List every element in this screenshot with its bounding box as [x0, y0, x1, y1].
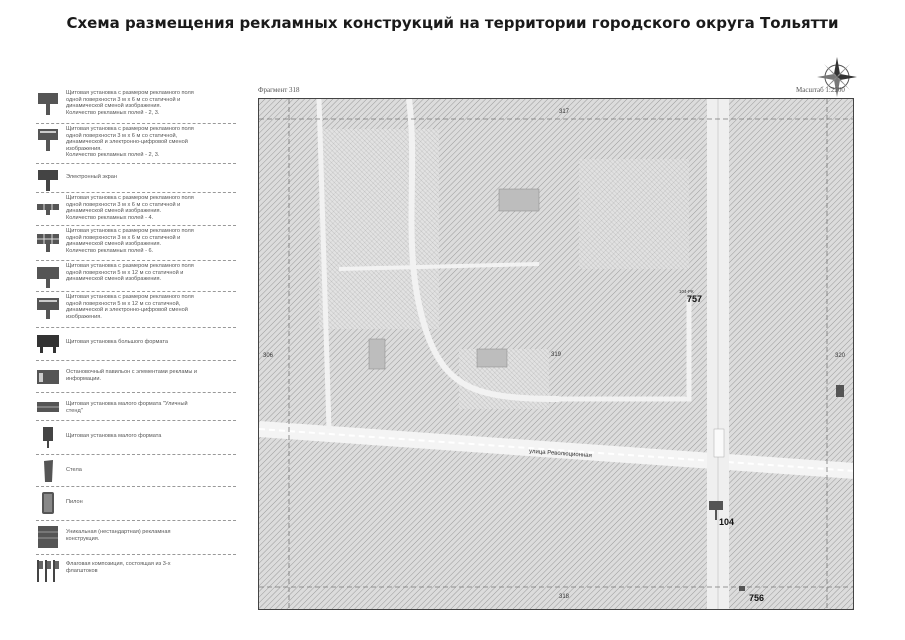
legend-item: Пилон [36, 487, 236, 521]
legend-item: Щитовая установка большого формата [36, 328, 236, 361]
billboard-5x12-digital-icon [37, 298, 59, 319]
grid-label-bottom: 318 [559, 594, 570, 600]
bus-stop-pavilion-icon [37, 370, 59, 384]
legend-item: Щитовая установка малого формата "Уличны… [36, 393, 236, 421]
sign-number-104[interactable]: 104 [719, 517, 735, 527]
electronic-screen-icon [38, 170, 58, 191]
legend-item: Щитовая установка с размером рекламного … [36, 261, 236, 292]
fragment-label: Фрагмент 318 [258, 86, 300, 94]
stele-icon [44, 460, 53, 482]
grid-label-right: 320 [835, 353, 846, 359]
billboard-3x6-digital-icon [38, 129, 58, 151]
legend-item: Уникальная (нестандартная) рекламная кон… [36, 521, 236, 555]
legend-item: Щитовая установка с размером рекламного … [36, 292, 236, 328]
ad-structure-right[interactable] [836, 385, 844, 397]
city-board-icon [37, 402, 59, 412]
flag-composition-icon [37, 560, 59, 582]
map-canvas [259, 99, 853, 609]
map-fragment[interactable]: 317 306 320 318 319 улица Революционная … [258, 98, 854, 610]
legend-item: Щитовая установка с размером рекламного … [36, 226, 236, 261]
legend-item: Щитовая установка с размером рекламного … [36, 124, 236, 164]
grid-label-left: 306 [263, 353, 274, 359]
large-billboard-icon [37, 335, 59, 353]
compass-rose-icon [816, 56, 858, 98]
ad-structure-756[interactable] [739, 586, 745, 591]
sign-tag: 104-РК [679, 289, 694, 294]
billboard-5x12-icon [37, 267, 59, 288]
pylon-icon [42, 492, 54, 514]
legend-item: Флаговая композиция, состоящая из 3-х фл… [36, 555, 236, 585]
legend-item: Щитовая установка малого формата [36, 421, 236, 455]
grid-label-top: 317 [559, 109, 570, 115]
page-title: Схема размещения рекламных конструкций н… [66, 14, 839, 32]
legend-item: Остановочный павильон с элементами рекла… [36, 361, 236, 393]
billboard-4-fields-icon [37, 204, 59, 215]
grid-label-mid: 319 [551, 352, 562, 358]
legend-item: Щитовая установка с размером рекламного … [36, 193, 236, 226]
scale-label: Масштаб 1:2200 [796, 86, 845, 94]
ad-structure-104[interactable] [709, 501, 723, 510]
billboard-6-fields-icon [37, 234, 59, 252]
sign-number-756[interactable]: 756 [749, 593, 765, 603]
legend-item: Стела [36, 455, 236, 487]
unique-structure-icon [38, 526, 58, 548]
legend-item: Щитовая установка с размером рекламного … [36, 88, 236, 124]
small-billboard-icon [43, 427, 53, 448]
sign-number-757[interactable]: 757 [687, 294, 703, 304]
legend-item: Электронный экран [36, 164, 236, 193]
billboard-3x6-icon [38, 93, 58, 115]
legend: Щитовая установка с размером рекламного … [36, 88, 236, 585]
